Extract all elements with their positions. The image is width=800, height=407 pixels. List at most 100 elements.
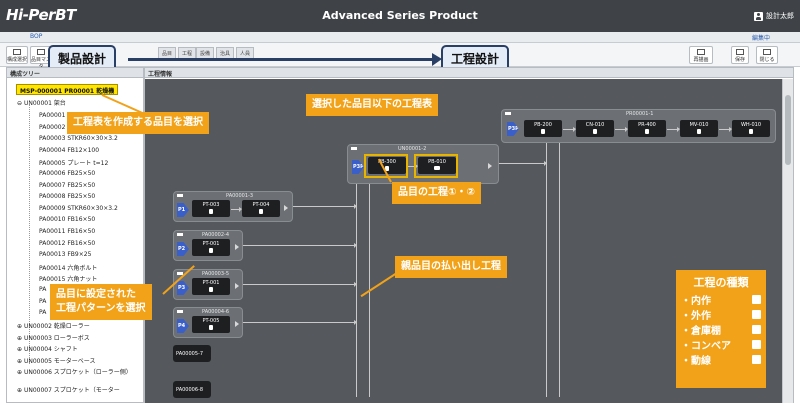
tree-unit-item[interactable]: ⊕ UN00007 スプロケット（モーター [17, 387, 120, 394]
collapse-icon[interactable] [177, 194, 183, 197]
tree-part-item[interactable]: PA00011 FB16×50 [39, 228, 96, 235]
pattern-node[interactable]: P2 [177, 242, 189, 256]
user-menu[interactable]: 設計太郎 [754, 11, 794, 21]
shelf-icon [752, 325, 761, 334]
tree-part-item[interactable]: PA00012 FB16×50 [39, 239, 96, 247]
edit-status: 編集中 [751, 35, 770, 42]
legend-item: ・内作 [681, 292, 761, 307]
expand-icon[interactable]: ⊕ [17, 357, 24, 365]
legend-item: ・動線 [681, 352, 761, 367]
collapse-icon[interactable] [177, 310, 183, 313]
process-group-pa00001[interactable]: PA00001-3 P1 PT-003 PT-004 [173, 191, 293, 222]
person-icon [209, 248, 213, 253]
pattern-node[interactable]: P4 [177, 319, 189, 333]
save-button[interactable]: 保存 [731, 46, 749, 64]
person-icon [209, 287, 213, 292]
expand-icon[interactable]: ⊕ [17, 369, 24, 377]
process-node-pb010[interactable]: PB-010 [418, 157, 456, 174]
process-link [243, 243, 357, 248]
expand-icon[interactable]: ⊕ [17, 334, 24, 342]
tab-bop[interactable]: BOP [30, 33, 43, 40]
pattern-node[interactable]: P3 [177, 281, 189, 295]
expand-arrow-icon[interactable] [235, 244, 239, 250]
collapse-icon[interactable] [177, 272, 183, 275]
redraw-icon [697, 49, 705, 55]
process-node-pr400[interactable]: PR-400 [628, 120, 666, 137]
tree-part-item[interactable]: PA00008 FB25×50 [39, 193, 96, 201]
expand-arrow-icon[interactable] [284, 205, 288, 211]
vertical-scrollbar[interactable] [782, 79, 793, 403]
process-node-pt003[interactable]: PT-003 [192, 200, 230, 217]
tree-part-item[interactable]: PA00006 FB25×50 [39, 170, 96, 177]
expand-icon[interactable]: ⊕ [17, 346, 24, 354]
pattern-node[interactable]: P1 [177, 203, 189, 217]
tree-root-selected[interactable]: MSP-000001 PR00001 乾燥機 [16, 84, 119, 95]
process-node-pt001[interactable]: PT-001 [192, 239, 230, 256]
process-group-pa00004[interactable]: PA00004-6 P4 PT-005 [173, 307, 243, 338]
tree-part-item[interactable]: PA00010 FB16×50 [39, 216, 96, 224]
factory-icon [752, 310, 761, 319]
tree-part-item[interactable]: PA00014 六角ボルト [39, 264, 98, 272]
orphan-item[interactable]: PA00005-7 [173, 345, 211, 362]
person-icon [259, 209, 263, 214]
process-node-cn010[interactable]: CN-010 [576, 120, 614, 137]
process-node-pt001[interactable]: PT-001 [192, 278, 230, 295]
process-node-pb200[interactable]: PB-200 [524, 120, 562, 137]
redraw-button[interactable]: 再描画 [689, 46, 713, 64]
expand-icon[interactable]: ⊕ [17, 387, 24, 394]
process-link [293, 204, 357, 209]
tree-unit-item[interactable]: ⊕ UN00005 モーターベース [17, 357, 96, 365]
callout-issue-process: 親品目の払い出し工程 [395, 256, 507, 278]
expand-arrow-icon[interactable] [235, 283, 239, 289]
tree-part-item[interactable]: PA [39, 286, 47, 293]
expand-arrow-icon[interactable] [235, 321, 239, 327]
pattern-node[interactable]: P3P [507, 122, 519, 136]
tree-part-item[interactable]: PA00005 プレート t=12 [39, 160, 109, 168]
process-node-pt004[interactable]: PT-004 [242, 200, 280, 217]
process-node-pt005[interactable]: PT-005 [192, 316, 230, 333]
process-type-legend: 工程の種類 ・内作 ・外作 ・倉庫棚 ・コンベア ・動線 [676, 270, 766, 388]
tree-unit-item[interactable]: ⊕ UN00004 シャフト [17, 346, 78, 354]
tree-header: 構成ツリー [7, 68, 143, 78]
orphan-item[interactable]: PA00006-8 [173, 381, 211, 398]
tree-part-item[interactable]: PA [39, 309, 47, 317]
tree-part-item[interactable]: PA00009 STKR60×30×3.2 [39, 204, 118, 212]
pattern-node[interactable]: P3P [352, 160, 364, 174]
callout-item-process: 品目の工程①・② [392, 182, 481, 204]
process-node-wh010[interactable]: WH-010 [732, 120, 770, 137]
collapse-icon[interactable] [351, 147, 357, 150]
tree-part-item[interactable]: PA00003 STKR60×30×3.2 [39, 135, 118, 143]
tree-part-item[interactable]: PA00013 FB9×25 [39, 251, 92, 259]
select-structure-button[interactable]: 構成選択 [6, 46, 28, 64]
tree-part-item[interactable]: PA00004 FB12×100 [39, 146, 100, 154]
tree-unit-item[interactable]: ⊕ UN00002 乾燥ローラー [17, 323, 90, 330]
process-group-pa00002[interactable]: PA00002-4 P2 PT-001 [173, 230, 243, 261]
collapse-icon[interactable] [177, 233, 183, 236]
flow-icon [752, 355, 761, 364]
process-node-mv010[interactable]: MV-010 [680, 120, 718, 137]
tree-part-item[interactable]: PA00002 [39, 123, 66, 131]
tree-unit[interactable]: ⊖ UN00001 架台 [17, 100, 66, 107]
process-node-pb300[interactable]: PB-300 [368, 157, 406, 174]
collapse-icon[interactable] [505, 112, 511, 115]
tree-part-item[interactable]: PA [39, 297, 47, 305]
title-bar: Hi-PerBT Advanced Series Product 設計太郎 [0, 0, 800, 32]
callout-below-item: 選択した品目以下の工程表 [306, 94, 438, 116]
person-icon [541, 129, 545, 134]
process-group-pr00001[interactable]: PR00001-1 P3P PB-200 CN-010 PR-400 MV-01… [501, 109, 776, 143]
expand-arrow-icon[interactable] [488, 163, 492, 169]
tree-unit-item[interactable]: ⊕ UN00006 スプロケット（ローラー側） [17, 369, 132, 377]
process-link [407, 164, 418, 169]
scrollbar-thumb[interactable] [785, 95, 791, 165]
tree-part-item[interactable]: PA00001 [39, 112, 66, 119]
process-link [243, 282, 357, 287]
expand-icon[interactable]: ⊕ [17, 323, 24, 330]
person-icon [752, 295, 761, 304]
tree-part-item[interactable]: PA00015 六角ナット [39, 276, 98, 284]
person-icon [209, 325, 213, 330]
close-button[interactable]: 閉じる [756, 46, 778, 64]
tree-part-item[interactable]: PA00007 FB25×50 [39, 181, 96, 189]
tree-unit-item[interactable]: ⊕ UN00003 ローラーボス [17, 334, 90, 342]
flow-line [356, 184, 357, 397]
legend-item: ・倉庫棚 [681, 322, 761, 337]
